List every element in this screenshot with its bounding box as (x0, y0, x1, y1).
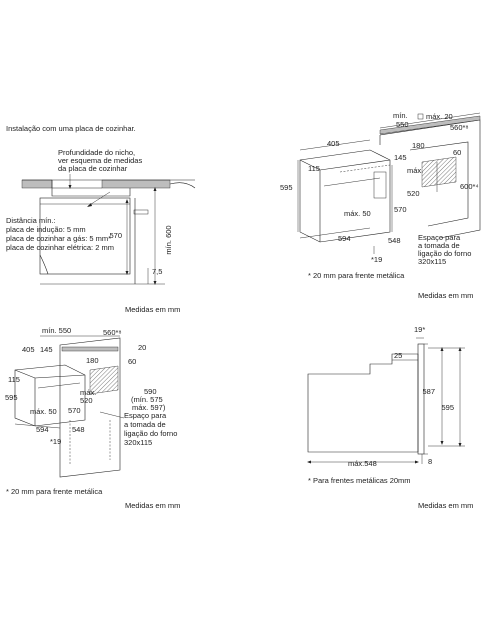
panel-side-view: 19* 25 587 595 máx.548 8 * Para frentes … (250, 320, 500, 620)
panel2-footnote: * 20 mm para frente metálica (308, 271, 405, 280)
panel3-drawing: mín. 550 560*⁸ 20 405 145 180 60 115 595… (5, 326, 177, 478)
niche-note-2: ver esquema de medidas (58, 156, 142, 165)
distance-note-3: placa de cozinhar a gás: 5 mm* (6, 234, 111, 243)
dim-min-600: mín. 600 (164, 225, 173, 254)
dim-180: 180 (412, 141, 425, 150)
dim-25: 25 (394, 351, 402, 360)
dim-405: 405 (327, 139, 340, 148)
dim-595-3: 595 (5, 393, 18, 402)
niche-note-3: da placa de cozinhar (58, 164, 128, 173)
dim-20-3: 20 (138, 343, 146, 352)
dim-max: máx. (407, 166, 423, 175)
distance-note-2: placa de indução: 5 mm (6, 225, 86, 234)
socket-note-2: a tomada de (418, 241, 460, 250)
dim-180-3: 180 (86, 356, 99, 365)
socket-area (421, 156, 457, 188)
panel1-drawing: 570 mín. 600 7,5 Profundidade do nicho, … (6, 148, 196, 285)
dim-min: mín. (393, 111, 408, 120)
dim-405-3: 405 (22, 345, 35, 354)
panel4-footer: Medidas em mm (418, 501, 474, 510)
dim-594-3: 594 (36, 425, 49, 434)
dim-60: 60 (453, 148, 461, 157)
dim-19-3: *19 (50, 437, 61, 446)
panel4-drawing: 19* 25 587 595 máx.548 8 (307, 325, 465, 468)
socket-note-1: Espaço para (418, 233, 461, 242)
dim-min-575: (mín. 575 (131, 395, 163, 404)
dim-600: 600*⁴ (460, 182, 479, 191)
dim-19: *19 (371, 255, 382, 264)
dim-548-3: 548 (72, 425, 85, 434)
niche-note-1: Profundidade do nicho, (58, 148, 135, 157)
panel2-drawing: mín. 550 máx. 20 560*⁸ 405 180 115 145 6… (280, 111, 481, 266)
panel4-footnote: * Para frentes metálicas 20mm (308, 476, 411, 485)
socket-note-3: ligação do forno (418, 249, 471, 258)
dim-max-50-3: máx. 50 (30, 407, 57, 416)
dim-520-3: 520 (80, 396, 93, 405)
panel1-title: Instalação com uma placa de cozinhar. (6, 124, 136, 133)
dim-max-20: máx. 20 (426, 112, 453, 121)
distance-note-4: placa de cozinhar elétrica: 2 mm (6, 243, 114, 252)
dim-60-3: 60 (128, 357, 136, 366)
countertop-right (101, 179, 171, 189)
panel-tall-cabinet: mín. 550 máx. 20 560*⁸ 405 180 115 145 6… (250, 0, 500, 320)
dim-8: 8 (428, 457, 432, 466)
oven-door (417, 343, 425, 455)
dim-590: 590 (144, 387, 157, 396)
panel1-footer: Medidas em mm (125, 305, 181, 314)
hob-body (51, 180, 131, 197)
panel-hob-installation: Instalação com uma placa de cozinhar. 57… (0, 0, 250, 320)
dim-7-5: 7,5 (152, 267, 162, 276)
panel3-footer: Medidas em mm (125, 501, 181, 510)
socket-note-3-3: ligação do forno (124, 429, 177, 438)
dim-min-550: mín. 550 (42, 326, 71, 335)
dim-570: 570 (109, 231, 122, 240)
dim-595-4: 595 (441, 403, 454, 412)
panel2-footer: Medidas em mm (418, 291, 474, 300)
dim-560-3: 560*⁸ (103, 328, 122, 337)
dim-587: 587 (422, 387, 435, 396)
dim-max-548: máx.548 (348, 459, 377, 468)
dim-max-3: máx. (80, 388, 96, 397)
socket-note-3-1: Espaço para (124, 411, 167, 420)
dim-520: 520 (407, 189, 420, 198)
dim-595: 595 (280, 183, 293, 192)
oven-outline (39, 197, 131, 275)
dim-550: 550 (396, 120, 409, 129)
dim-145: 145 (394, 153, 407, 162)
distance-note-1: Distância mín.: (6, 216, 56, 225)
panel-column-cabinet: mín. 550 560*⁸ 20 405 145 180 60 115 595… (0, 320, 250, 620)
dim-570-3: 570 (68, 406, 81, 415)
dim-548: 548 (388, 236, 401, 245)
dim-145-3: 145 (40, 345, 53, 354)
dim-115: 115 (308, 164, 320, 173)
dim-570: 570 (394, 205, 407, 214)
dim-115-3: 115 (8, 375, 20, 384)
socket-note-4: 320x115 (418, 257, 446, 266)
dim-max-597: máx. 597) (132, 403, 166, 412)
socket-area-3 (89, 365, 119, 395)
countertop-left (21, 179, 53, 189)
dim-594: 594 (338, 234, 351, 243)
dim-19-4: 19* (414, 325, 425, 334)
socket-note-3-2: a tomada de (124, 420, 166, 429)
oven-iso-3 (14, 364, 86, 427)
dim-max-50: máx. 50 (344, 209, 371, 218)
socket-note-3-4: 320x115 (124, 438, 152, 447)
oven-side-profile (307, 353, 419, 453)
dim-560: 560*⁸ (450, 123, 469, 132)
oven-iso (299, 149, 391, 243)
panel3-footnote: * 20 mm para frente metálica (6, 487, 103, 496)
